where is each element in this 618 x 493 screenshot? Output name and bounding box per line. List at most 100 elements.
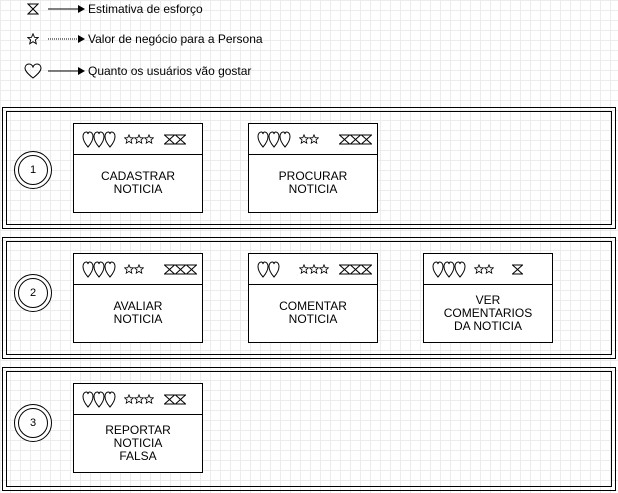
hourglass-icon (361, 264, 372, 274)
business-value-rating (124, 258, 144, 280)
heart-icon (257, 130, 269, 148)
business-value-rating (474, 258, 494, 280)
lane-inner-border (6, 371, 612, 487)
story-title: CADASTRAR NOTICIA (100, 169, 175, 196)
heart-icon (443, 260, 455, 278)
effort-estimate-rating (164, 128, 186, 150)
hourglass-icon (164, 394, 175, 404)
hourglass-icon (350, 134, 361, 144)
story-card[interactable]: REPORTAR NOTICIA FALSA (73, 383, 203, 473)
star-icon (24, 30, 42, 48)
heart-icon (257, 260, 269, 278)
story-title: REPORTAR NOTICIA FALSA (105, 422, 171, 463)
heart-icon (279, 130, 291, 148)
hourglass-icon (175, 134, 186, 144)
hourglass-icon (175, 264, 186, 274)
star-icon (299, 134, 309, 144)
hourglass-icon (24, 0, 42, 18)
lane-1: 1 CADASTRAR NOTICIA PROCURAR NOTICIA (2, 107, 616, 229)
star-icon (144, 134, 154, 144)
story-card[interactable]: AVALIAR NOTICIA (73, 253, 203, 343)
star-icon (124, 394, 134, 404)
arrow-icon (48, 35, 85, 43)
card-ratings (424, 254, 552, 285)
heart-icon (82, 390, 94, 408)
hourglass-icon (175, 394, 186, 404)
effort-estimate-rating (164, 388, 186, 410)
heart-icon (93, 390, 105, 408)
heart-icon (104, 390, 116, 408)
lane-2: 2 AVALIAR NOTICIA COMENTAR NOTICIA VER C… (2, 237, 616, 359)
star-icon (309, 134, 319, 144)
legend-label: Quanto os usuários vão gostar (88, 64, 252, 78)
story-title: COMENTAR NOTICIA (279, 299, 347, 326)
legend-likes: Quanto os usuários vão gostar (24, 62, 251, 80)
hourglass-icon (350, 264, 361, 274)
legend-label: Estimativa de esforço (88, 2, 203, 16)
story-card[interactable]: VER COMENTARIOS DA NOTICIA (423, 253, 553, 343)
business-value-rating (299, 258, 329, 280)
user-likes-rating (257, 258, 280, 280)
hourglass-icon (164, 264, 175, 274)
story-card[interactable]: COMENTAR NOTICIA (248, 253, 378, 343)
story-card[interactable]: CADASTRAR NOTICIA (73, 123, 203, 213)
effort-estimate-rating (164, 258, 197, 280)
heart-icon (432, 260, 444, 278)
heart-icon (93, 130, 105, 148)
legend-value: Valor de negócio para a Persona (24, 30, 263, 48)
lane-3: 3 REPORTAR NOTICIA FALSA (2, 367, 616, 491)
business-value-rating (124, 128, 154, 150)
star-icon (134, 394, 144, 404)
story-title: VER COMENTARIOS DA NOTICIA (443, 292, 533, 333)
card-ratings (249, 254, 377, 285)
user-likes-rating (432, 258, 466, 280)
lane-inner-border (6, 111, 612, 225)
heart-icon (104, 260, 116, 278)
effort-estimate-rating (512, 258, 523, 280)
arrow-icon (48, 5, 85, 13)
star-icon (319, 264, 329, 274)
hourglass-icon (164, 134, 175, 144)
arrow-icon (48, 67, 85, 75)
heart-icon (82, 260, 94, 278)
business-value-rating (299, 128, 319, 150)
hourglass-icon (361, 134, 372, 144)
heart-icon (24, 62, 42, 80)
star-icon (309, 264, 319, 274)
star-icon (124, 264, 134, 274)
heart-icon (454, 260, 466, 278)
effort-estimate-rating (339, 128, 372, 150)
star-icon (134, 264, 144, 274)
star-icon (134, 134, 144, 144)
star-icon (144, 394, 154, 404)
user-likes-rating (82, 258, 116, 280)
hourglass-icon (186, 264, 197, 274)
legend-effort: Estimativa de esforço (24, 0, 203, 18)
heart-icon (104, 130, 116, 148)
card-ratings (74, 254, 202, 285)
star-icon (484, 264, 494, 274)
story-title: PROCURAR NOTICIA (278, 169, 348, 196)
lane-number-badge: 2 (14, 274, 52, 312)
star-icon (124, 134, 134, 144)
lane-number-badge: 3 (14, 404, 52, 442)
user-likes-rating (82, 128, 116, 150)
lane-number: 1 (29, 164, 37, 176)
story-title: AVALIAR NOTICIA (113, 299, 163, 326)
card-ratings (74, 384, 202, 415)
story-card[interactable]: PROCURAR NOTICIA (248, 123, 378, 213)
heart-icon (268, 130, 280, 148)
star-icon (299, 264, 309, 274)
hourglass-icon (512, 264, 523, 274)
user-likes-rating (257, 128, 291, 150)
lane-inner-border (6, 241, 612, 355)
heart-icon (268, 260, 280, 278)
legend-label: Valor de negócio para a Persona (88, 32, 263, 46)
hourglass-icon (339, 264, 350, 274)
effort-estimate-rating (339, 258, 372, 280)
business-value-rating (124, 388, 154, 410)
star-icon (474, 264, 484, 274)
lane-number-badge: 1 (14, 151, 52, 189)
heart-icon (82, 130, 94, 148)
hourglass-icon (339, 134, 350, 144)
